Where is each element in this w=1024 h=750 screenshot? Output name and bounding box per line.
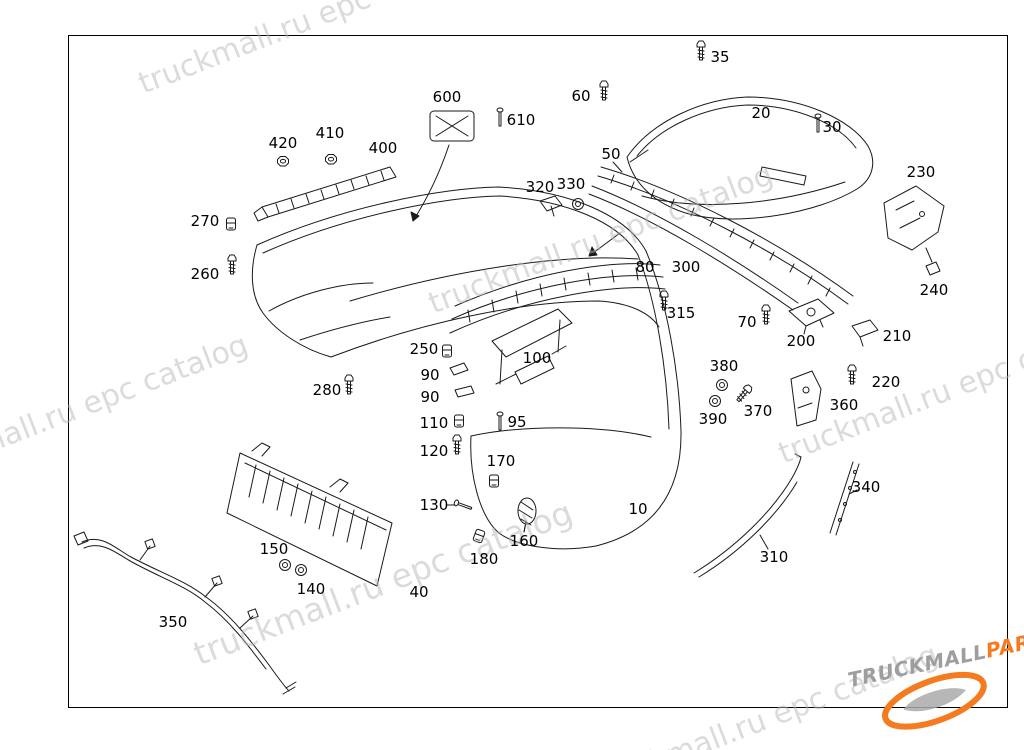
clip-250-icon <box>442 344 452 358</box>
diagram-frame <box>68 35 1008 708</box>
screw-370-icon <box>734 383 754 404</box>
ring-330-icon <box>572 198 584 210</box>
washer-140-icon <box>295 564 307 576</box>
bracket-90-drawing <box>449 362 475 398</box>
bumper-cover-drawing <box>251 186 682 550</box>
screw-280-icon <box>344 374 354 395</box>
arrow-600 <box>410 144 450 222</box>
ring-380-icon <box>716 379 728 391</box>
logo-truck-shape <box>903 688 966 712</box>
grommet-160-drawing <box>517 497 537 533</box>
screw-220-icon <box>847 364 857 385</box>
strip-340-drawing <box>829 461 860 536</box>
clip-270-icon <box>226 217 236 231</box>
nut-420-icon <box>277 156 289 167</box>
clip-170-icon <box>489 474 499 488</box>
strip-300-drawing <box>588 185 799 311</box>
reinforcement-bands-drawing <box>449 263 666 334</box>
screw-260-icon <box>227 254 237 275</box>
brand-logo: TRUCKMALLPARTS <box>846 624 1024 745</box>
part-240-drawing <box>925 261 941 276</box>
ring-390-icon <box>709 395 721 407</box>
bar-40-drawing <box>226 442 393 587</box>
leader-lines <box>445 489 858 550</box>
clip-strip-50-drawing <box>597 161 854 305</box>
screw-60-icon <box>599 80 609 101</box>
pin-30-icon <box>814 113 822 133</box>
clip-110-icon <box>454 414 464 428</box>
strip-310-drawing <box>693 453 802 578</box>
pin-130-icon <box>452 498 473 512</box>
part-360-drawing <box>790 370 822 427</box>
clip-180-icon <box>472 528 486 544</box>
part-200-drawing <box>788 298 835 335</box>
part-210-drawing <box>851 319 879 347</box>
part-320-drawing <box>539 195 563 217</box>
grommet-150-icon <box>279 559 291 571</box>
part-600-drawing <box>429 110 475 142</box>
bracket-100-drawing <box>491 308 573 385</box>
screw-120-icon <box>452 434 462 455</box>
strip-400-drawing <box>253 166 397 222</box>
screw-70-icon <box>761 304 771 325</box>
trim-panel-20-drawing <box>626 96 874 220</box>
logo-swoosh-icon <box>882 671 987 730</box>
harness-350-drawing <box>73 531 297 695</box>
screw-315-icon <box>659 290 669 311</box>
screw-35-icon <box>696 40 706 61</box>
pin-95-icon <box>496 411 504 431</box>
nut-410-icon <box>325 154 337 165</box>
bracket-230-drawing <box>883 185 945 263</box>
logo-swoosh-ellipse <box>882 671 987 730</box>
arrow-mid <box>588 232 621 257</box>
pin-610-icon <box>496 107 504 127</box>
